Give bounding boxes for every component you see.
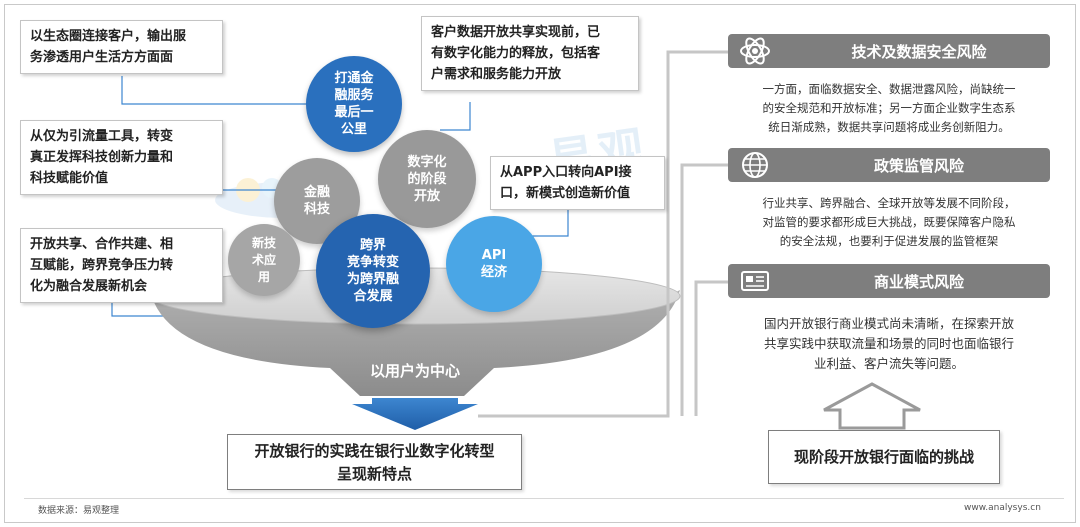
footer-divider <box>24 498 1064 499</box>
circle-last-mile: 打通金 融服务 最后一 公里 <box>306 56 402 152</box>
circle-new-tech-line-3: 用 <box>257 269 270 284</box>
risk-desc-policy-line-2: 对监管的要求都形成巨大挑战，既要保障客户隐私 <box>762 215 1016 229</box>
figure-frame <box>4 4 1076 523</box>
circle-fintech-line-1: 金融 <box>303 185 330 200</box>
note-ecosystem-line-1: 以生态圈连接客户，输出服 <box>30 29 187 44</box>
risk-desc-business: 国内开放银行商业模式尚未清晰，在探索开放 共享实践中获取流量和场景的同时也面临银… <box>728 314 1050 374</box>
note-data-sharing-line-2: 有数字化能力的释放，包括客 <box>431 46 601 61</box>
down-arrow <box>352 398 478 430</box>
note-cooperation: 开放共享、合作共建、相 互赋能，跨界竞争压力转 化为融合发展新机会 <box>20 228 223 303</box>
note-data-sharing-line-3: 户需求和服务能力开放 <box>431 67 562 82</box>
source-text: 数据来源：易观整理 <box>38 506 120 516</box>
circle-fintech-line-2: 科技 <box>303 202 330 217</box>
circle-cross-border-line-2: 竞争转变 <box>346 255 399 270</box>
circle-cross-border-line-3: 为跨界融 <box>346 272 399 287</box>
up-arrow <box>823 382 921 430</box>
risk-desc-business-line-2: 共享实践中获取流量和场景的同时也面临银行 <box>763 336 1014 351</box>
note-data-sharing: 客户数据开放共享实现前，已 有数字化能力的释放，包括客 户需求和服务能力开放 <box>421 16 639 91</box>
site-text: www.analysys.cn <box>964 503 1041 513</box>
circle-api-economy: API 经济 <box>446 216 542 312</box>
circle-last-mile-line-1: 打通金 <box>334 71 374 86</box>
risk-desc-tech-line-1: 一方面，面临数据安全、数据泄露风险，尚缺统一 <box>762 82 1016 96</box>
circle-fintech: 金融 科技 <box>274 158 360 244</box>
risk-desc-tech-line-2: 的安全规范和开放标准；另一方面企业数字生态系 <box>762 101 1016 115</box>
risk-desc-business-line-1: 国内开放银行商业模式尚未清晰，在探索开放 <box>763 316 1014 331</box>
note-cooperation-line-3: 化为融合发展新机会 <box>30 279 148 294</box>
risk-header-tech: 技术及数据安全风险 <box>728 34 1050 68</box>
conclusion-line-1: 开放银行的实践在银行业数字化转型 <box>254 442 495 460</box>
risk-desc-policy: 行业共享、跨界融合、全球开放等发展不同阶段， 对监管的要求都形成巨大挑战，既要保… <box>728 194 1050 251</box>
note-ecosystem: 以生态圈连接客户，输出服 务渗透用户生活方方面面 <box>20 20 223 74</box>
note-cooperation-line-2: 互赋能，跨界竞争压力转 <box>30 258 174 273</box>
circle-api-economy-line-1: API <box>481 248 507 263</box>
note-fintech: 从仅为引流量工具，转变 真正发挥科技创新力量和 科技赋能价值 <box>20 120 223 195</box>
risk-desc-business-line-3: 业利益、客户流失等问题。 <box>813 356 964 371</box>
circle-digital-stage: 数字化 的阶段 开放 <box>378 130 476 228</box>
risk-connectors <box>478 50 728 418</box>
risk-desc-tech-line-3: 统日渐成熟，数据共享问题将成业务创新阻力。 <box>768 120 1010 134</box>
risk-title-tech: 技术及数据安全风险 <box>851 42 987 61</box>
circle-new-tech-line-2: 术应 <box>251 252 276 267</box>
circle-last-mile-line-4: 公里 <box>340 122 367 137</box>
circle-digital-stage-line-1: 数字化 <box>407 154 447 170</box>
circle-api-economy-line-2: 经济 <box>480 265 507 280</box>
atom-icon <box>736 32 774 70</box>
risk-header-policy: 政策监管风险 <box>728 148 1050 182</box>
note-api-shift-line-1: 从APP入口转向API接 <box>500 165 632 180</box>
note-ecosystem-line-2: 务渗透用户生活方方面面 <box>30 50 174 65</box>
circle-digital-stage-line-2: 的阶段 <box>407 171 447 187</box>
circle-new-tech-line-1: 新技 <box>251 235 276 250</box>
note-cooperation-line-1: 开放共享、合作共建、相 <box>30 237 174 252</box>
funnel-label: 以用户为中心 <box>369 362 460 380</box>
risk-desc-tech: 一方面，面临数据安全、数据泄露风险，尚缺统一 的安全规范和开放标准；另一方面企业… <box>728 80 1050 137</box>
risk-desc-policy-line-1: 行业共享、跨界融合、全球开放等发展不同阶段， <box>762 196 1016 210</box>
risk-desc-policy-line-3: 的安全法规，也要利于促进发展的监管框架 <box>779 234 999 248</box>
circle-new-tech: 新技 术应 用 <box>228 224 300 296</box>
note-data-sharing-line-1: 客户数据开放共享实现前，已 <box>431 25 601 40</box>
note-fintech-line-3: 科技赋能价值 <box>30 171 109 186</box>
globe-icon <box>736 146 774 184</box>
risk-header-business: 商业模式风险 <box>728 264 1050 298</box>
circle-last-mile-line-3: 最后一 <box>334 105 374 120</box>
note-api-shift-line-2: 口，新模式创造新价值 <box>500 186 631 201</box>
card-icon <box>736 262 774 300</box>
circle-cross-border-line-1: 跨界 <box>359 238 386 253</box>
note-fintech-line-2: 真正发挥科技创新力量和 <box>30 150 174 165</box>
note-fintech-line-1: 从仅为引流量工具，转变 <box>30 129 174 144</box>
risk-title-business: 商业模式风险 <box>873 272 964 291</box>
circle-digital-stage-line-3: 开放 <box>413 188 440 204</box>
circle-cross-border: 跨界 竞争转变 为跨界融 合发展 <box>316 214 430 328</box>
circle-last-mile-line-2: 融服务 <box>334 88 374 103</box>
conclusion-line-2: 呈现新特点 <box>336 465 412 483</box>
conclusion-box: 开放银行的实践在银行业数字化转型 呈现新特点 <box>227 434 522 490</box>
risk-title-policy: 政策监管风险 <box>873 156 964 175</box>
note-api-shift: 从APP入口转向API接 口，新模式创造新价值 <box>490 156 665 210</box>
circle-cross-border-line-4: 合发展 <box>353 289 393 304</box>
challenge-box: 现阶段开放银行面临的挑战 <box>768 430 1000 484</box>
